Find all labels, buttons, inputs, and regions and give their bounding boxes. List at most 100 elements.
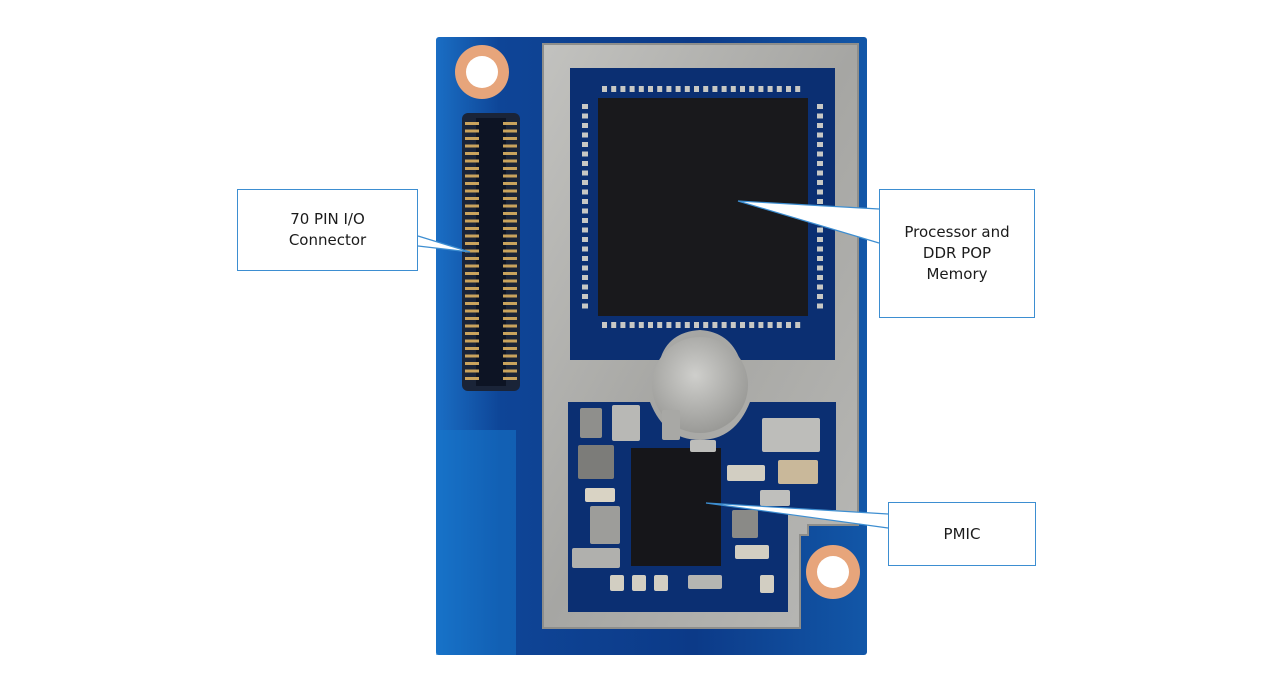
connector-pin — [465, 204, 479, 208]
connector-pin — [503, 272, 517, 275]
chip-pad — [721, 322, 727, 328]
chip-pad — [776, 86, 782, 92]
connector-pin — [465, 234, 479, 238]
connector-pin — [503, 219, 517, 223]
chip-pad — [684, 86, 690, 92]
mounting-hole-bottom — [806, 545, 860, 599]
connector-pin — [465, 189, 479, 193]
chip-pad — [758, 322, 764, 328]
chip-pad — [666, 86, 672, 92]
chip-pad — [582, 275, 588, 280]
chip-pad — [703, 322, 709, 328]
connector-pin — [503, 332, 517, 335]
smd-component — [610, 575, 624, 591]
leader-pmic — [705, 502, 889, 529]
chip-pad — [817, 265, 823, 271]
chip-pad — [684, 322, 690, 328]
connector-pin — [465, 242, 479, 245]
smd-component — [585, 488, 615, 502]
chip-pad — [817, 142, 823, 147]
connector-pin — [503, 212, 517, 215]
chip-pad — [817, 294, 823, 299]
chip-pad — [582, 218, 588, 223]
chip-pad — [582, 303, 588, 309]
smd-component — [632, 575, 646, 591]
chip-pad — [620, 322, 626, 328]
chip-pad — [817, 170, 823, 176]
connector-pin — [503, 309, 517, 313]
chip-pad — [582, 199, 588, 204]
connector-pin — [503, 264, 517, 268]
chip-pad — [666, 322, 672, 328]
smd-component — [760, 490, 790, 506]
connector-pin — [503, 317, 517, 320]
chip-pad — [767, 86, 773, 92]
chip-pad — [817, 113, 823, 119]
smd-component — [762, 418, 820, 452]
connector-pin — [503, 249, 517, 253]
smd-component — [727, 465, 765, 481]
chip-pad — [638, 322, 644, 328]
chip-pad — [730, 322, 736, 328]
callout-pmic: PMIC — [888, 502, 1036, 566]
connector-pin — [503, 122, 517, 125]
connector-pin — [503, 182, 517, 185]
connector-pin — [503, 152, 517, 155]
chip-pad — [817, 256, 823, 261]
smd-component — [590, 506, 620, 544]
chip-pad — [582, 284, 588, 290]
connector-pin — [465, 309, 479, 313]
smd-component — [778, 460, 818, 484]
connector-pin — [465, 197, 479, 200]
connector-pin — [503, 302, 517, 305]
connector-pin — [503, 347, 517, 350]
chip-pad — [582, 170, 588, 176]
chip-pad — [817, 161, 823, 166]
chip-pad — [611, 86, 617, 92]
chip-pad — [582, 132, 588, 138]
connector-pin — [465, 324, 479, 328]
chip-pad — [582, 256, 588, 261]
connector-pin — [503, 287, 517, 290]
connector-pin — [503, 324, 517, 328]
connector-pin — [465, 174, 479, 178]
io-connector — [462, 113, 520, 391]
chip-pad — [629, 86, 635, 92]
chip-pad — [749, 86, 755, 92]
connector-pin — [503, 362, 517, 365]
shield-can — [652, 337, 748, 433]
smd-component — [662, 410, 680, 440]
pmic-chip — [631, 448, 721, 566]
smd-component — [612, 405, 640, 441]
connector-pin — [503, 189, 517, 193]
chip-pad — [786, 86, 791, 92]
chip-pad — [817, 237, 823, 242]
chip-pad — [712, 322, 718, 328]
connector-pins — [465, 122, 517, 380]
chip-pad — [817, 123, 823, 128]
connector-pin — [465, 159, 479, 163]
chip-pad — [582, 189, 588, 195]
connector-pin — [465, 257, 479, 260]
chip-pad — [817, 132, 823, 138]
chip-pad — [817, 284, 823, 290]
smd-component — [760, 575, 774, 593]
chip-pad — [817, 199, 823, 204]
chip-pad — [786, 322, 791, 328]
mounting-hole-top — [455, 45, 509, 99]
chip-pad — [620, 86, 626, 92]
connector-pin — [465, 369, 479, 373]
smd-component — [735, 545, 769, 559]
connector-pin — [465, 339, 479, 343]
chip-pad — [648, 322, 653, 328]
connector-pin — [465, 152, 479, 155]
connector-pin — [503, 204, 517, 208]
chip-pad — [629, 322, 635, 328]
connector-pin — [465, 212, 479, 215]
connector-pin — [465, 279, 479, 283]
connector-pin — [465, 182, 479, 185]
connector-pin — [503, 354, 517, 358]
smd-component — [578, 445, 614, 479]
chip-pad — [749, 322, 755, 328]
chip-pad — [675, 86, 681, 92]
